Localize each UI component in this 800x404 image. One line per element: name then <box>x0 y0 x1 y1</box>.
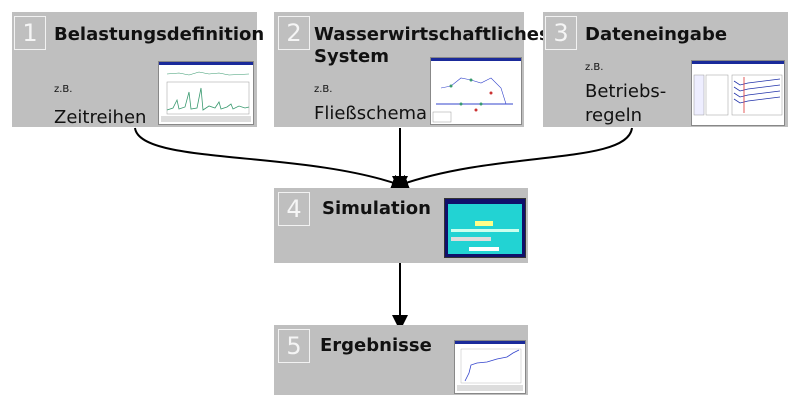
flow-scheme-thumbnail <box>430 57 522 125</box>
time-series-thumbnail <box>158 61 254 125</box>
step-title-4: Simulation <box>322 198 431 219</box>
step-number-3: 3 <box>545 16 577 50</box>
example-text-3-line1: Betriebs- <box>585 81 667 102</box>
step-box-1: 1 Belastungsdefinition z.B. Zeitreihen <box>12 12 264 128</box>
operating-rules-thumbnail <box>691 60 785 126</box>
step-title-2-line1: Wasserwirtschaftliches <box>314 24 550 45</box>
step-box-3: 3 Dateneingabe z.B. Betriebs- regeln <box>543 12 788 127</box>
step-title-2-line2: System <box>314 46 389 67</box>
step-title-5: Ergebnisse <box>320 335 432 356</box>
step-title-3: Dateneingabe <box>585 24 728 45</box>
arrow-1-to-4 <box>134 127 408 190</box>
step-title-1: Belastungsdefinition <box>54 24 265 45</box>
results-chart-thumbnail <box>454 340 526 394</box>
step-box-4: 4 Simulation <box>274 188 528 263</box>
arrow-3-to-4 <box>392 127 633 190</box>
example-text-3-line2: regeln <box>585 105 642 126</box>
step-number-1: 1 <box>14 16 46 50</box>
example-prefix-1: z.B. <box>54 84 73 95</box>
example-prefix-2: z.B. <box>314 84 333 95</box>
example-prefix-3: z.B. <box>585 62 604 73</box>
step-number-2: 2 <box>278 16 310 50</box>
example-text-1: Zeitreihen <box>54 107 147 128</box>
step-number-4: 4 <box>278 192 310 226</box>
example-text-2: Fließschema <box>314 103 428 124</box>
step-box-2: 2 Wasserwirtschaftliches System z.B. Fli… <box>274 12 550 127</box>
step-number-5: 5 <box>278 329 310 363</box>
simulation-dialog-thumbnail <box>444 198 526 258</box>
step-box-5: 5 Ergebnisse <box>274 325 528 395</box>
